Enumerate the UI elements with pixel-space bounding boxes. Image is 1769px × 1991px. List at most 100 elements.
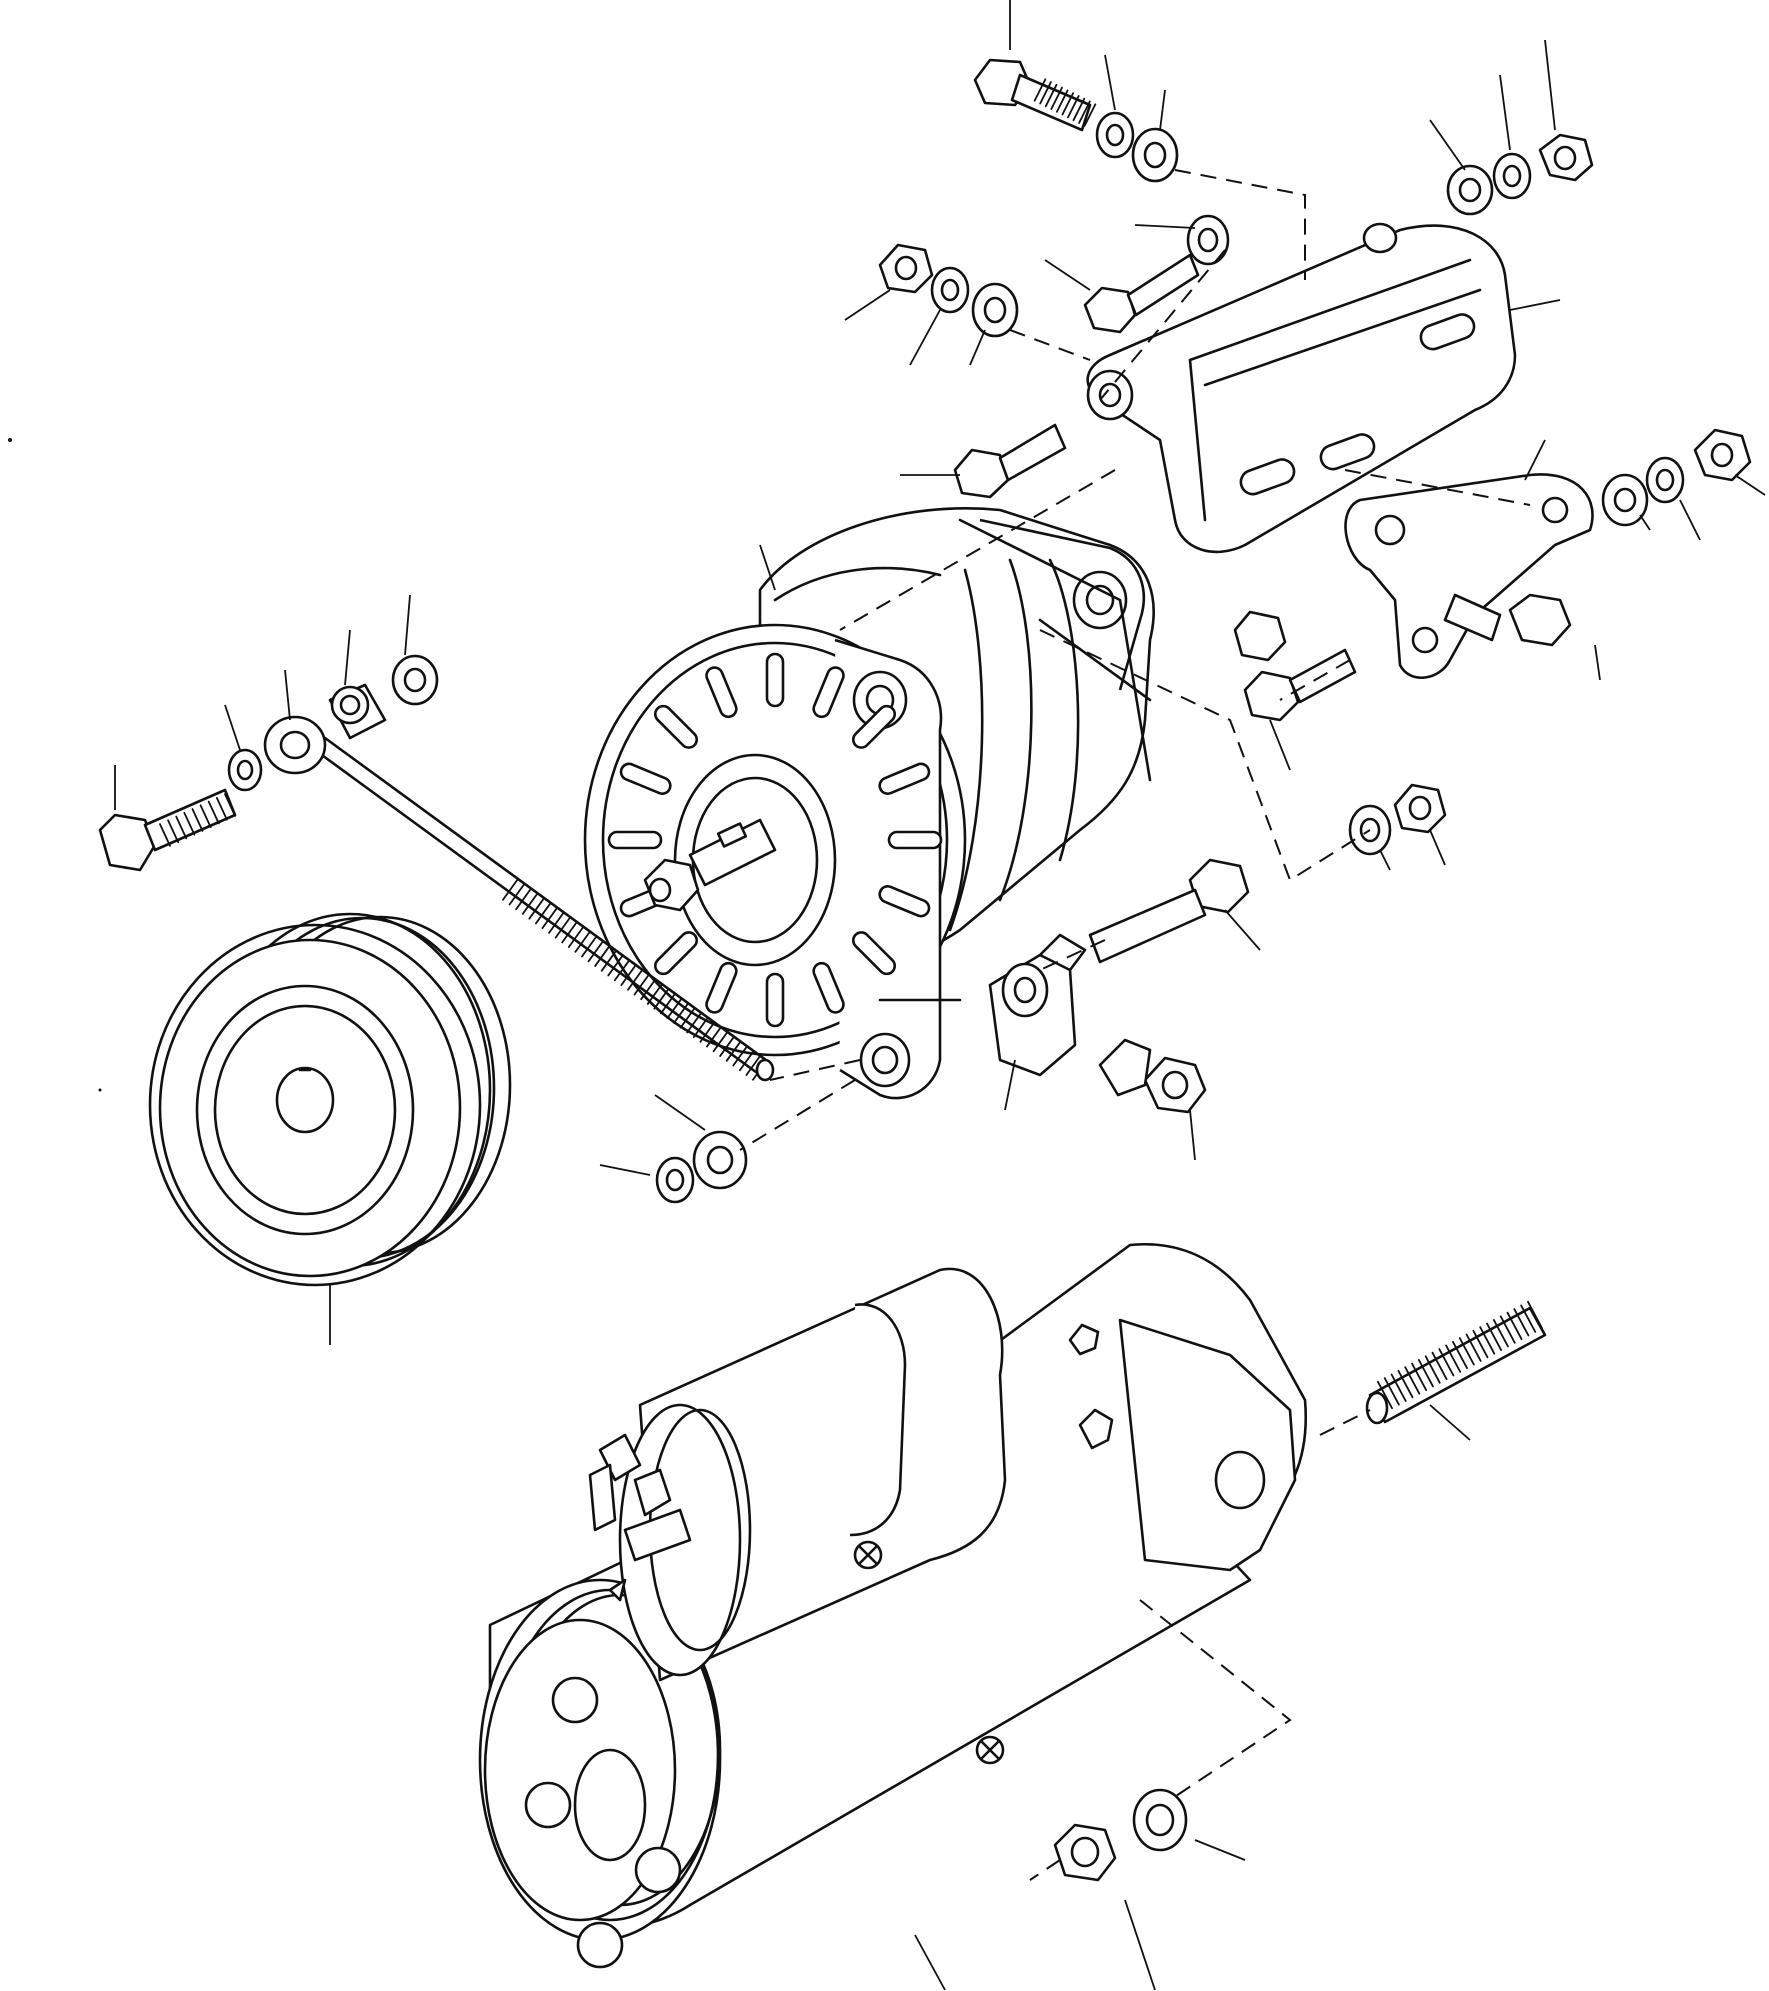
thread-line xyxy=(679,1007,696,1029)
top-bolt-thread xyxy=(1033,78,1097,127)
thread-line xyxy=(159,823,171,847)
thread-line xyxy=(1033,78,1047,102)
vent-slot xyxy=(619,762,672,795)
thread-line xyxy=(1404,1366,1421,1395)
thread-line xyxy=(534,903,551,925)
thread-line xyxy=(528,898,545,920)
thread-line xyxy=(554,917,571,939)
alternator xyxy=(583,506,1155,1100)
spacer xyxy=(328,683,387,740)
starter-motor xyxy=(478,1242,1308,1969)
thread-line xyxy=(1465,1333,1482,1362)
thread-line xyxy=(1055,89,1069,113)
top-bolt-assembly xyxy=(973,58,1179,183)
thread-line xyxy=(207,800,220,825)
thread-line xyxy=(1492,1319,1509,1348)
vent-slot xyxy=(705,961,738,1014)
speck xyxy=(98,1088,102,1092)
thread-line xyxy=(1390,1373,1407,1402)
washers xyxy=(227,654,439,792)
thread-line xyxy=(1458,1337,1475,1366)
thread-line xyxy=(581,936,597,958)
thread-line xyxy=(1078,100,1091,124)
thread-line xyxy=(706,1026,722,1048)
vent-slot xyxy=(653,704,699,749)
thread-line xyxy=(199,804,212,829)
thread-line xyxy=(561,921,578,944)
thread-line xyxy=(699,1021,716,1043)
thread-line xyxy=(620,964,637,986)
vent-slot xyxy=(812,961,845,1014)
thread-line xyxy=(738,1049,755,1072)
thread-line xyxy=(224,793,236,817)
thread-line xyxy=(1445,1344,1462,1373)
thread-line xyxy=(502,879,518,901)
thread-line xyxy=(1520,1304,1537,1333)
thread-line xyxy=(1527,1300,1543,1330)
adjusting-link-rod xyxy=(263,715,775,1082)
thread-line xyxy=(692,1016,709,1039)
thread-line xyxy=(167,819,180,844)
thread-line xyxy=(1513,1308,1530,1337)
thread-line xyxy=(1044,83,1058,108)
vent-slot xyxy=(878,762,931,795)
thread-line xyxy=(659,993,676,1015)
vent-slot xyxy=(887,830,943,850)
thread-line xyxy=(1438,1348,1455,1377)
thread-line xyxy=(515,888,532,911)
thread-line xyxy=(594,945,611,967)
alternator-bracket xyxy=(1086,222,1517,554)
thread-line xyxy=(1499,1315,1516,1344)
thread-line xyxy=(587,940,604,963)
vent-slot xyxy=(765,972,785,1028)
thread-line xyxy=(1424,1355,1441,1384)
thread-line xyxy=(1377,1380,1393,1410)
thread-line xyxy=(1397,1369,1414,1399)
assembly-lines xyxy=(739,169,1531,1881)
thread-line xyxy=(1411,1362,1428,1391)
vent-slot xyxy=(607,830,663,850)
speck xyxy=(8,438,12,442)
thread-line xyxy=(521,893,538,915)
leader-lines xyxy=(114,0,1766,1991)
thread-line xyxy=(1072,97,1086,122)
bracket-bolts xyxy=(953,253,1572,964)
thread-line xyxy=(633,974,650,996)
thread-line xyxy=(666,997,683,1020)
thread-line xyxy=(1067,95,1080,119)
vent-slot xyxy=(851,704,897,749)
thread-line xyxy=(1431,1351,1448,1381)
thread-line xyxy=(613,959,630,982)
vent-slot xyxy=(812,666,845,719)
bolt-thread xyxy=(159,793,236,847)
thread-line xyxy=(183,811,196,836)
thread-line xyxy=(640,978,657,1001)
starter-stud xyxy=(1365,1300,1547,1425)
support-plate xyxy=(1344,473,1594,680)
vent-slot xyxy=(765,652,785,708)
thread-line xyxy=(1061,92,1075,116)
thread-line xyxy=(646,983,663,1005)
thread-line xyxy=(627,969,643,991)
thread-line xyxy=(600,950,617,972)
thread-line xyxy=(725,1040,742,1062)
thread-line xyxy=(686,1011,703,1034)
thread-line xyxy=(732,1045,749,1067)
nuts xyxy=(655,133,1752,1882)
thread-line xyxy=(1472,1329,1489,1359)
thread-line xyxy=(175,815,188,840)
thread-line xyxy=(541,907,558,930)
vent-slot xyxy=(878,885,931,918)
thread-line xyxy=(191,808,204,832)
thread-line xyxy=(673,1002,689,1024)
bolts xyxy=(98,788,237,872)
thread-line xyxy=(712,1030,729,1053)
vent-slot xyxy=(653,931,699,976)
thread-line xyxy=(1452,1340,1468,1370)
thread-line xyxy=(607,955,624,977)
thread-line xyxy=(508,884,525,906)
trunnion-block xyxy=(988,933,1152,1097)
thread-line xyxy=(719,1035,736,1057)
